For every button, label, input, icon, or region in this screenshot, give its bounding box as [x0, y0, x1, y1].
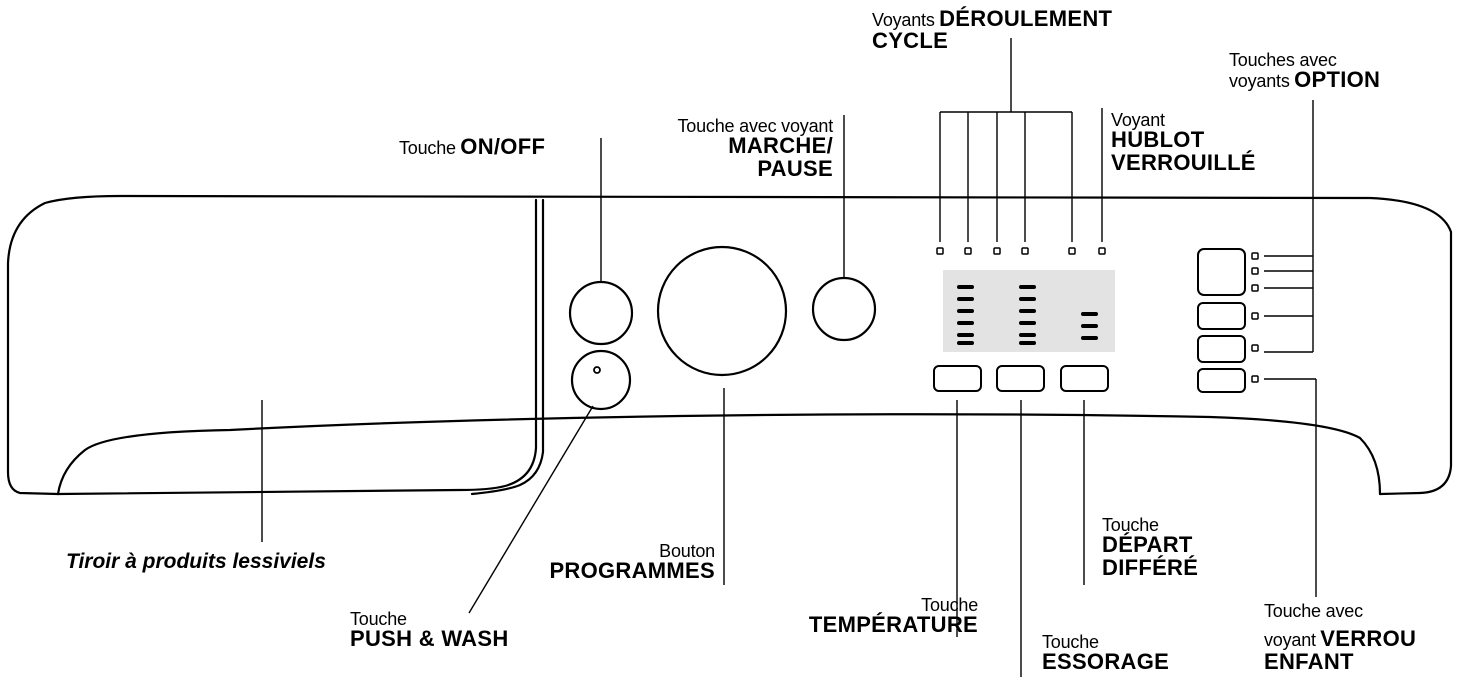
drawer-seam	[56, 198, 538, 496]
option-button-3	[1197, 335, 1246, 363]
option-leds	[1251, 252, 1259, 383]
panel-outline	[6, 194, 1453, 496]
option-button-large	[1197, 248, 1246, 296]
temperature-button	[933, 365, 982, 392]
panel-lower-curve	[56, 413, 1382, 496]
on-off-button	[568, 280, 634, 346]
cycle-leds	[936, 247, 1106, 255]
display-segments	[957, 285, 1098, 345]
label-on-off: Touche ON/OFF	[399, 134, 546, 159]
label-child-lock: Touche avec voyant VERROU ENFANT	[1264, 601, 1417, 674]
label-push-wash: Touche PUSH & WASH	[350, 609, 509, 652]
label-delay-start: Touche DÉPART DIFFÉRÉ	[1102, 515, 1199, 580]
option-button-2	[1197, 302, 1246, 330]
label-door-lock: Voyant HUBLOT VERROUILLÉ	[1111, 110, 1256, 175]
delay-start-button	[1060, 365, 1109, 392]
label-temperature: Touche TEMPÉRATURE	[808, 595, 978, 638]
label-drawer: Tiroir à produits lessiviels	[66, 550, 326, 573]
label-spin: Touche ESSORAGE	[1042, 632, 1170, 675]
drawer-seam-inner	[470, 198, 545, 496]
leader-lines	[261, 38, 1317, 677]
label-start-pause: Touche avec voyant MARCHE/ PAUSE	[677, 116, 834, 181]
label-cycle-leds: Voyants DÉROULEMENT CYCLE	[872, 6, 1113, 54]
label-option: Touches avec voyants OPTION	[1229, 50, 1381, 93]
child-lock-button	[1197, 368, 1246, 393]
label-programmes: Bouton PROGRAMMES	[549, 541, 715, 584]
start-pause-button	[811, 276, 877, 342]
program-knob	[656, 245, 788, 377]
push-wash-button	[570, 349, 632, 411]
push-wash-indicator	[593, 366, 601, 374]
spin-button	[996, 365, 1045, 392]
